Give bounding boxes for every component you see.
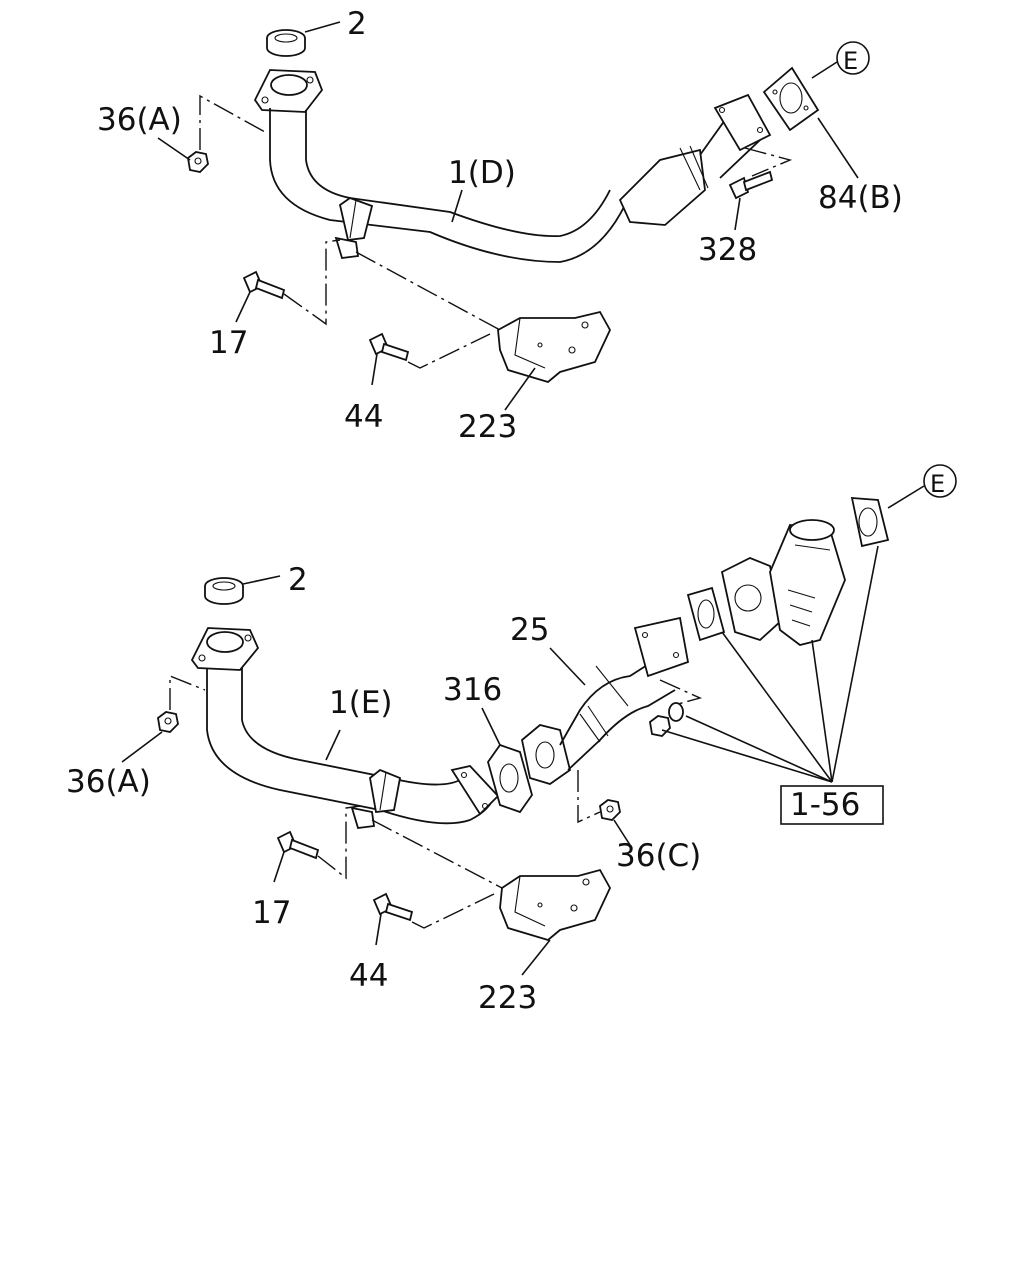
top-label-ref-e: E — [843, 47, 858, 75]
bottom-assembly: 2 1(E) 36(A) — [66, 464, 957, 1016]
top-assembly: 2 1(D) — [97, 6, 903, 445]
top-bolt-328-part — [728, 170, 774, 200]
bottom-gasket-2-part — [204, 577, 244, 605]
top-gasket-2-part — [266, 29, 306, 57]
top-label-pipe-1d: 1(D) — [448, 155, 516, 191]
bottom-label-pipe-1e: 1(E) — [329, 685, 393, 721]
bottom-nut-36c-part — [599, 799, 621, 821]
top-bolt-44-part — [368, 332, 410, 362]
top-label-nut-36a: 36(A) — [97, 102, 182, 138]
bottom-label-nut-36a: 36(A) — [66, 764, 151, 800]
bottom-label-ref-156: 1-56 — [790, 787, 860, 823]
bottom-bracket-223-part — [499, 868, 612, 942]
top-ref-circle — [836, 41, 870, 75]
bottom-label-pipe-25: 25 — [510, 612, 549, 648]
top-label-bracket-223: 223 — [458, 409, 517, 445]
top-label-gasket-2: 2 — [347, 6, 367, 42]
bottom-pipe-1e-part — [190, 627, 500, 829]
bottom-label-bolt-44: 44 — [349, 958, 388, 994]
bottom-nut-36a-part — [157, 711, 179, 733]
bottom-bolt-17-part — [276, 830, 320, 860]
top-label-bolt-44: 44 — [344, 399, 383, 435]
bottom-label-bracket-223: 223 — [478, 980, 537, 1016]
bottom-label-bolt-17: 17 — [252, 895, 291, 931]
top-bracket-223-part — [497, 310, 612, 384]
bottom-ref-leader-lines — [661, 545, 879, 783]
top-label-gasket-84b: 84(B) — [818, 180, 903, 216]
bottom-label-nut-36c: 36(C) — [616, 838, 701, 874]
bottom-catalytic-unit-part — [720, 519, 846, 646]
top-gasket-84b-part — [762, 66, 820, 132]
bottom-pipe-25-part — [521, 616, 690, 785]
bottom-label-gasket-316: 316 — [443, 672, 502, 708]
bottom-gasket-left-part — [686, 586, 726, 642]
bottom-ref-circle — [923, 464, 957, 498]
top-label-bolt-328: 328 — [698, 232, 757, 268]
bottom-gasket-right-part — [850, 497, 890, 548]
top-pipe-1d-part — [253, 69, 772, 263]
top-bolt-17-part — [242, 270, 286, 300]
bottom-label-gasket-2: 2 — [288, 562, 308, 598]
bottom-label-ref-e: E — [930, 470, 945, 498]
bottom-ref-box — [780, 785, 884, 825]
bottom-bolt-44-part — [372, 892, 414, 922]
top-label-bolt-17: 17 — [209, 325, 248, 361]
top-nut-36a-part — [187, 151, 209, 173]
